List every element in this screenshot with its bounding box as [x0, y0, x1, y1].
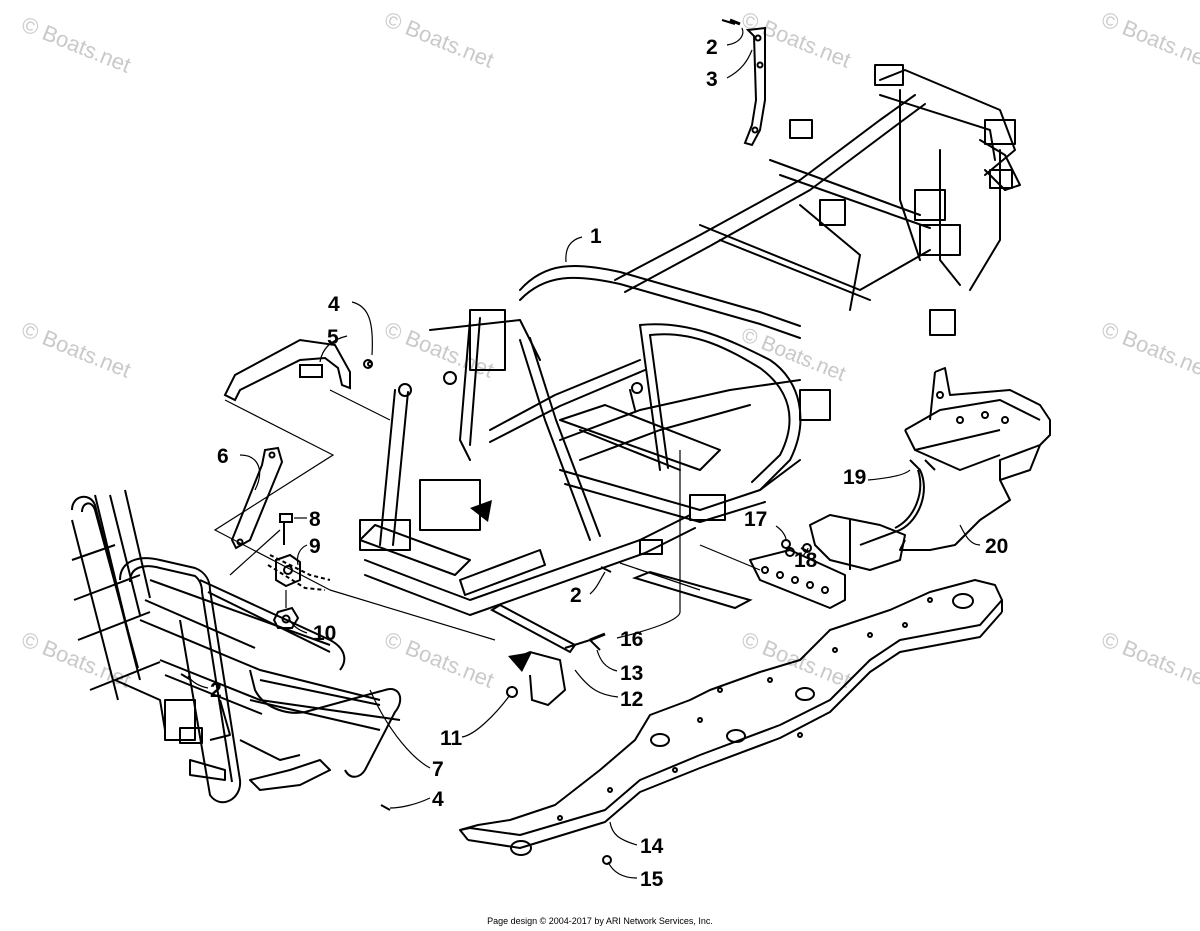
- callout-19: 19: [843, 466, 866, 489]
- bracket-parts-12-13-drawing: [490, 603, 606, 707]
- watermark: © Boats.net: [1098, 316, 1200, 382]
- callout-20: 20: [985, 535, 1008, 558]
- callout-2: 2: [210, 679, 222, 702]
- callout-13: 13: [620, 662, 643, 685]
- callout-14: 14: [640, 835, 664, 858]
- skid-plate-drawing: [459, 579, 1003, 856]
- callout-6: 6: [217, 445, 229, 468]
- fasteners-drawing: [180, 19, 811, 865]
- strap-part-3-drawing: [729, 18, 766, 147]
- callout-9: 9: [309, 535, 321, 558]
- watermark: © Boats.net: [1098, 626, 1200, 692]
- callout-11: 11: [440, 727, 463, 750]
- callout-15: 15: [640, 868, 664, 891]
- main-frame-drawing: [359, 64, 1021, 616]
- direction-marker: [508, 652, 532, 672]
- rear-rack-drawing: [749, 367, 1051, 609]
- callout-10: 10: [313, 622, 336, 645]
- callout-4: 4: [432, 788, 444, 811]
- callout-18: 18: [794, 549, 818, 572]
- plate-part-16-drawing: [631, 570, 753, 610]
- clamp-parts-drawing: [267, 513, 331, 629]
- watermark: © Boats.net: [1098, 6, 1200, 72]
- callout-4: 4: [328, 293, 340, 316]
- watermarks: © Boats.net © Boats.net © Boats.net © Bo…: [18, 6, 1200, 692]
- watermark: © Boats.net: [18, 626, 134, 692]
- watermark: © Boats.net: [18, 11, 134, 77]
- callout-5: 5: [327, 326, 339, 349]
- bracket-part-5-drawing: [223, 338, 373, 402]
- watermark: © Boats.net: [381, 626, 497, 692]
- callout-7: 7: [432, 758, 444, 781]
- watermark: © Boats.net: [738, 323, 849, 386]
- watermark: © Boats.net: [738, 626, 854, 692]
- callout-3: 3: [706, 68, 718, 91]
- callout-2: 2: [706, 36, 718, 59]
- front-bumper-drawing: [71, 489, 402, 804]
- watermark: © Boats.net: [18, 316, 134, 382]
- callout-8: 8: [309, 508, 321, 531]
- assembly-guide-lines: [213, 389, 761, 641]
- callout-labels: 2 3 1 4 5 6 8 9 10 2 7 4 11 12 13 16 2 1…: [210, 36, 1008, 891]
- callout-17: 17: [744, 508, 767, 531]
- callout-12: 12: [620, 688, 643, 711]
- leader-lines: [187, 27, 981, 879]
- callout-16: 16: [620, 628, 643, 651]
- direction-marker: [470, 500, 492, 522]
- callout-1: 1: [590, 225, 602, 248]
- page-footer: Page design © 2004-2017 by ARI Network S…: [487, 916, 713, 926]
- watermark: © Boats.net: [381, 6, 497, 72]
- callout-2: 2: [570, 584, 582, 607]
